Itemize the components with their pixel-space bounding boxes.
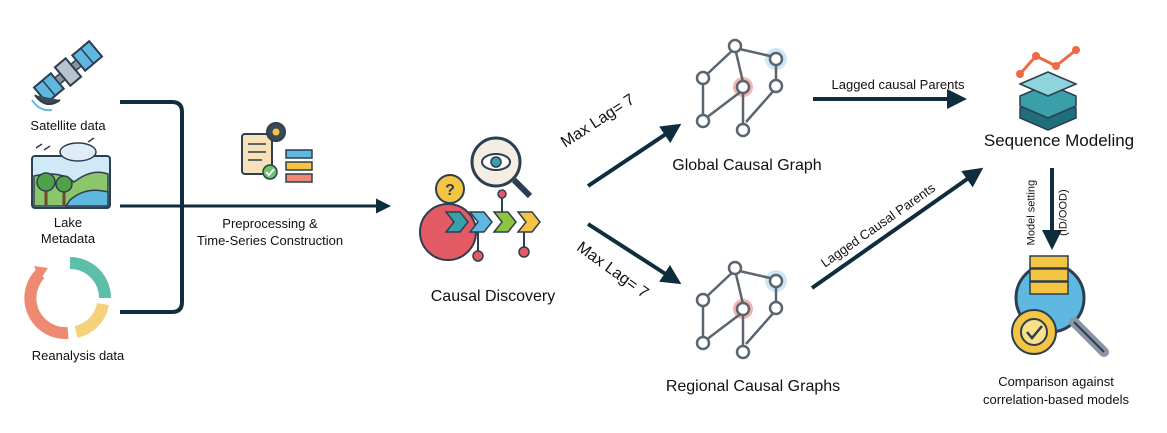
model-setting-label-line1: Model setting (1025, 179, 1038, 246)
comparison-label-line2: correlation-based models (983, 392, 1129, 407)
causal-discovery-label: Causal Discovery (430, 288, 556, 305)
svg-text:?: ? (445, 182, 455, 199)
comparison-label-line1: Comparison against (998, 374, 1114, 389)
satellite-data-label: Satellite data (30, 118, 106, 133)
lake-label-line2: Metadata (40, 231, 96, 246)
global-causal-graph-label: Global Causal Graph (672, 157, 822, 174)
preprocessing-label-line1: Preprocessing & (222, 216, 318, 231)
reanalysis-data-label: Reanalysis data (31, 348, 125, 363)
model-setting-label-line2: (ID/OOD) (1057, 189, 1070, 236)
arrow-to-regional-graphs (586, 222, 682, 285)
preprocessing-label-line2: Time-Series Construction (196, 233, 344, 248)
arrow-to-global-graph (586, 123, 682, 188)
sequence-modeling-label: Sequence Modeling (983, 131, 1135, 150)
regional-causal-graphs-label: Regional Causal Graphs (665, 378, 841, 395)
lagged-causal-parents-upper-label: Lagged causal Parents (831, 77, 965, 92)
arrow-regional-to-sequence (810, 167, 984, 290)
lake-label-line1: Lake (53, 215, 83, 230)
